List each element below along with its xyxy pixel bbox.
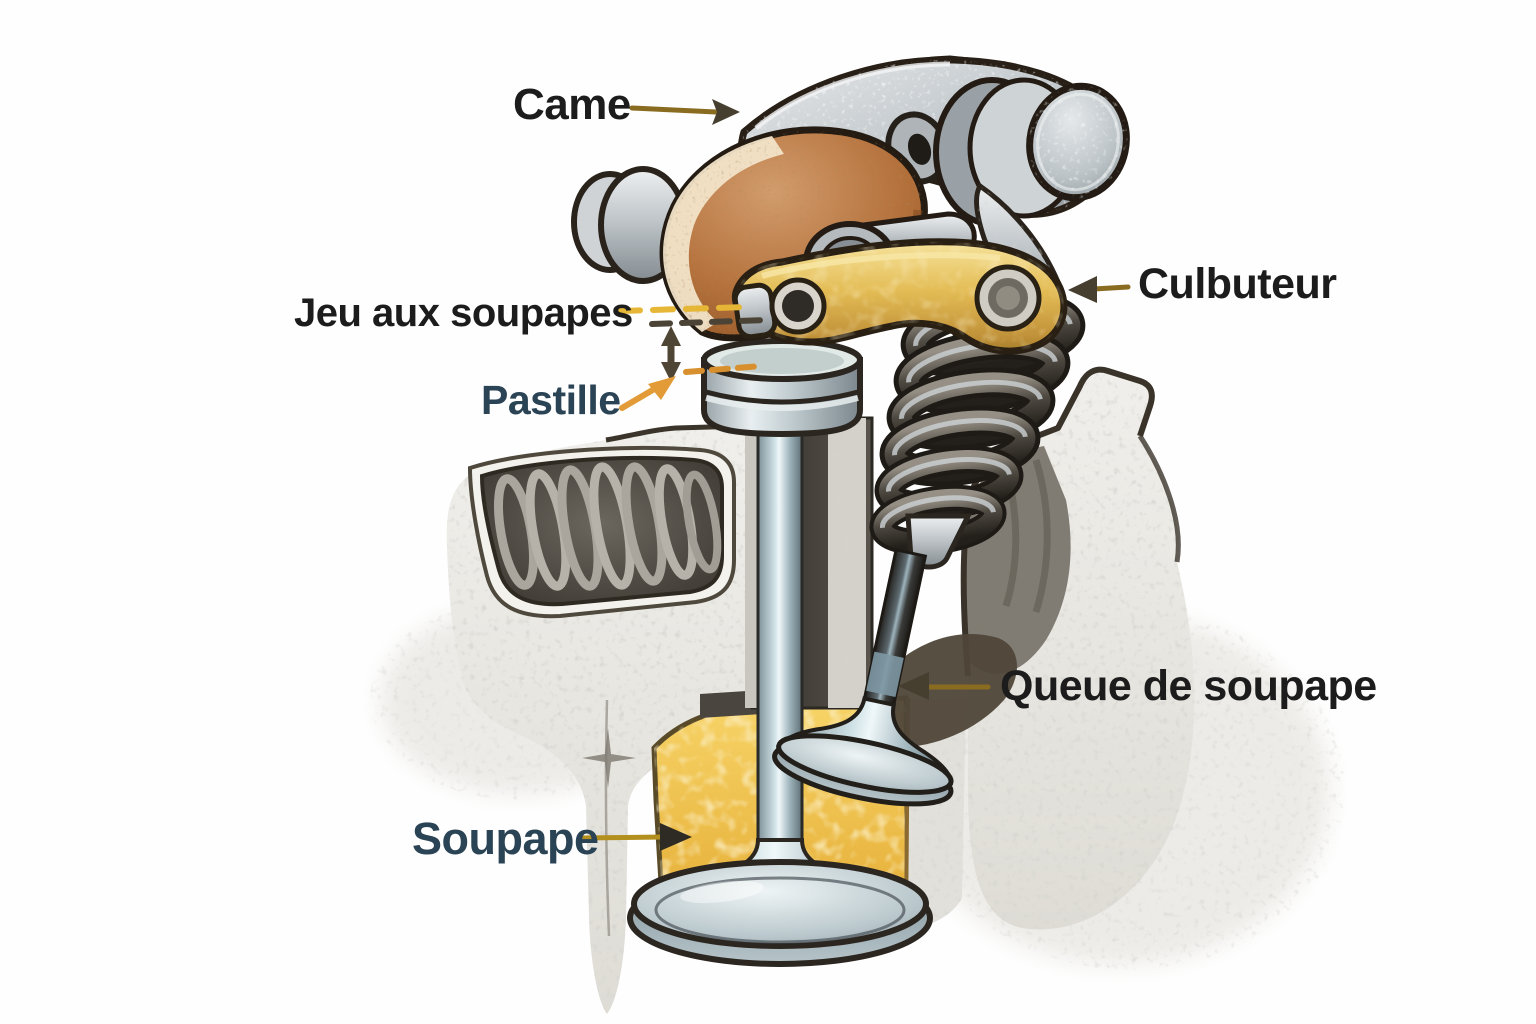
label-queue-de-soupape: Queue de soupape (1000, 662, 1377, 710)
clearance-dash-lower (649, 317, 769, 327)
valve-head (631, 859, 929, 949)
clearance-dash-upper (617, 304, 748, 314)
rocker-arm (731, 238, 1068, 355)
valve-stem-vertical (756, 410, 804, 864)
tappet-and-shim (701, 338, 863, 438)
culbuteur-arrow (1068, 276, 1131, 303)
pastille-arrow (619, 376, 676, 411)
label-pastille: Pastille (481, 377, 621, 423)
label-came: Came (513, 80, 631, 129)
label-soupape: Soupape (412, 813, 599, 864)
camshaft-end-face (1026, 82, 1130, 202)
annotations (577, 99, 1131, 851)
cavity-coil (494, 462, 722, 591)
casting-seam (604, 699, 611, 937)
valve-spring (869, 291, 1086, 570)
clearance-double-arrow (661, 326, 681, 382)
cylinder-head-left (446, 423, 746, 1014)
label-jeu-aux-soupapes: Jeu aux soupapes (294, 291, 633, 335)
cylinder-head-right (960, 366, 1195, 930)
casting-crack-star (582, 728, 636, 788)
label-culbuteur: Culbuteur (1138, 260, 1337, 308)
rocker-pad (732, 282, 778, 340)
queue-arrow (898, 672, 991, 700)
came-arrow (629, 99, 740, 125)
soupape-arrow (577, 823, 692, 851)
valve-main (627, 410, 933, 967)
valve-angled (772, 548, 954, 807)
pastille-dash (683, 363, 765, 375)
